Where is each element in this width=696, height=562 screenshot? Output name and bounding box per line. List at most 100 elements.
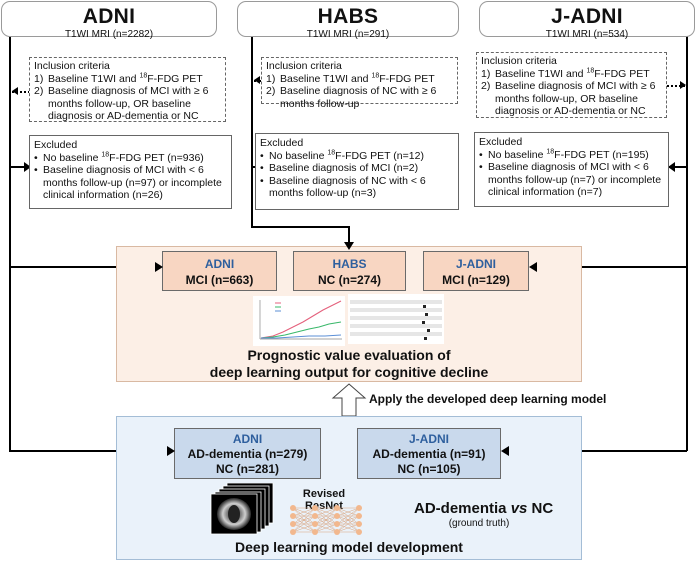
development-box-jadni: J-ADNI AD-dementia (n=91) NC (n=105) — [357, 428, 501, 479]
cohort-name: ADNI — [82, 5, 136, 28]
excluded-item-1: No baseline 18F-FDG PET (n=12) — [269, 149, 424, 162]
item-number: 1) — [481, 67, 491, 80]
network-edge — [292, 523, 316, 533]
jadni-inclusion-arrow — [667, 85, 685, 87]
network-node — [312, 505, 318, 511]
network-node — [290, 505, 296, 511]
network-edge — [336, 515, 360, 533]
up-arrow-icon — [331, 383, 367, 417]
item-number: 1) — [266, 72, 276, 85]
jadni-dev-arrowhead — [501, 446, 509, 456]
network-node — [334, 513, 340, 519]
prognostic-box-jadni: J-ADNI MCI (n=129) — [423, 251, 529, 291]
adni-to-prog-line — [9, 266, 162, 268]
inclusion-item-1: Baseline T1WI and 18F-FDG PET — [280, 72, 435, 85]
prognostic-title-line-1: Prognostic value evaluation of — [247, 347, 451, 363]
network-edge — [336, 507, 360, 533]
network-edge — [314, 515, 338, 533]
nc-count: NC (n=105) — [397, 462, 461, 476]
network-node — [356, 529, 362, 535]
jadni-to-prog-line — [529, 266, 687, 268]
nc-count: NC (n=281) — [215, 462, 280, 476]
prognostic-box-habs: HABS NC (n=274) — [293, 251, 406, 291]
item-number: 1) — [34, 72, 44, 85]
cohort-count: MCI (n=663) — [185, 273, 254, 287]
jadni-inclusion-box: Inclusion criteria 1) Baseline T1WI and 1… — [476, 52, 667, 118]
adni-inclusion-arrow — [12, 91, 30, 93]
cohort-subtitle: T1WI MRI (n=534) — [545, 29, 629, 40]
inclusion-title: Inclusion criteria — [34, 60, 110, 72]
cohort-subtitle: T1WI MRI (n=2282) — [64, 29, 154, 40]
ad-dementia-count: AD-dementia (n=91) — [372, 447, 486, 461]
classification-target: AD-dementia vs NC (ground truth) — [414, 500, 553, 530]
excluded-title: Excluded — [479, 136, 523, 148]
network-edge — [314, 507, 338, 533]
item-number: 2) — [34, 85, 44, 97]
adni-prog-arrowhead — [155, 262, 163, 272]
cohort-label: J-ADNI — [408, 432, 449, 446]
network-node — [356, 513, 362, 519]
jadni-excluded-arrowhead — [668, 162, 675, 172]
forest-point — [422, 321, 425, 324]
network-node — [312, 529, 318, 535]
habs-main-line — [251, 36, 253, 227]
cohort-subtitle: T1WI MRI (n=291) — [306, 29, 390, 40]
cohort-label: ADNI — [232, 432, 263, 446]
habs-prog-arrowhead — [344, 242, 354, 250]
item-number: 2) — [266, 85, 276, 97]
habs-horizontal-line — [251, 226, 349, 228]
cohort-name: J-ADNI — [551, 5, 623, 28]
network-node — [290, 529, 296, 535]
network-edge — [292, 507, 316, 533]
inclusion-item-2: Baseline diagnosis of NC with ≥ 6 months… — [280, 85, 437, 110]
excluded-item-2: Baseline diagnosis of MCI (n=2) — [269, 162, 419, 174]
adni-excluded-arrowhead — [24, 162, 31, 172]
forest-table-thumbnail — [348, 294, 444, 344]
network-edge — [336, 523, 360, 533]
jadni-inclusion-arrowhead — [680, 81, 686, 89]
network-edge — [336, 507, 360, 525]
bullet: • — [260, 162, 264, 174]
inclusion-title: Inclusion criteria — [481, 55, 557, 67]
prognostic-box-adni: ADNI MCI (n=663) — [162, 251, 277, 291]
cohort-count: NC (n=274) — [317, 273, 382, 287]
inclusion-title: Inclusion criteria — [266, 60, 342, 72]
jadni-prog-arrowhead — [529, 262, 537, 272]
inclusion-item-1: Baseline T1WI and 18F-FDG PET — [48, 72, 203, 85]
excluded-item-2: Baseline diagnosis of MCI with < 6 month… — [488, 161, 662, 198]
bullet: • — [260, 174, 264, 187]
network-node — [334, 529, 340, 535]
neural-network-icon — [290, 505, 362, 535]
excluded-item-1: No baseline 18F-FDG PET (n=936) — [43, 151, 204, 164]
cohort-label: HABS — [332, 257, 367, 271]
network-node — [312, 513, 318, 519]
table-row-shade — [350, 324, 442, 328]
network-node — [290, 513, 296, 519]
adni-inclusion-arrowhead — [12, 87, 18, 95]
table-row-shade — [350, 316, 442, 320]
apply-model-label: Apply the developed deep learning model — [369, 392, 607, 406]
bullet: • — [34, 151, 38, 164]
table-row-shade — [350, 300, 442, 304]
jadni-to-dev-line — [501, 450, 687, 452]
cohort-header-jadni: J-ADNI T1WI MRI (n=534) — [479, 1, 695, 40]
forest-point — [424, 337, 427, 340]
network-node — [334, 505, 340, 511]
network-node — [312, 521, 318, 527]
adni-dev-arrowhead — [167, 446, 175, 456]
habs-excluded-arrow — [253, 166, 255, 168]
prognostic-title: Prognostic value evaluation of deep lear… — [116, 347, 582, 381]
cohort-header-habs: HABS T1WI MRI (n=291) — [237, 1, 459, 40]
item-number: 2) — [481, 80, 491, 92]
network-edge — [336, 507, 360, 517]
development-title: Deep learning model development — [235, 539, 463, 555]
brain-scan-stack-image — [210, 483, 274, 535]
table-row-shade — [350, 332, 442, 336]
cohort-count: MCI (n=129) — [442, 273, 510, 287]
network-edge — [314, 507, 338, 525]
forest-point — [427, 329, 430, 332]
adni-to-dev-line — [9, 450, 174, 452]
inclusion-item-1: Baseline T1WI and 18F-FDG PET — [495, 67, 650, 80]
adni-inclusion-box: Inclusion criteria 1) Baseline T1WI and 1… — [29, 57, 226, 122]
network-edge — [314, 523, 338, 533]
